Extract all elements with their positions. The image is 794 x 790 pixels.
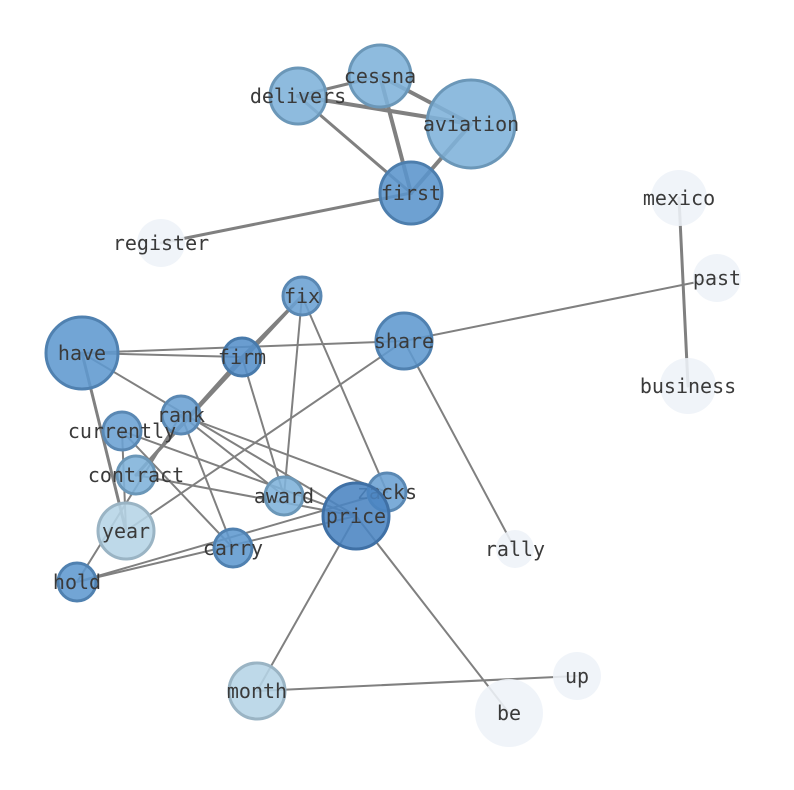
node-label-price: price xyxy=(326,504,386,528)
node-circle-month xyxy=(227,661,287,721)
node-label-carry: carry xyxy=(203,536,263,560)
node-label-aviation: aviation xyxy=(423,112,519,136)
node-circle-fix xyxy=(281,275,323,317)
node-circle-mexico xyxy=(651,170,707,226)
node-circle-share xyxy=(374,311,434,371)
node-label-delivers: delivers xyxy=(250,84,346,108)
node-label-rank: rank xyxy=(157,403,205,427)
edge-rank-hold xyxy=(76,414,182,583)
edge-contract-price xyxy=(135,474,357,517)
node-label-year: year xyxy=(102,519,150,543)
node-label-have: have xyxy=(58,341,106,365)
edge-rank-award xyxy=(180,414,285,497)
edge-mexico-business xyxy=(677,196,690,388)
node-have: have xyxy=(44,315,120,391)
node-label-business: business xyxy=(640,374,736,398)
node-rally: rally xyxy=(485,530,545,568)
node-month: month xyxy=(227,661,287,721)
node-delivers: delivers xyxy=(250,66,346,126)
node-circle-rank xyxy=(160,394,202,436)
node-business: business xyxy=(640,358,736,414)
node-label-share: share xyxy=(374,329,434,353)
node-circle-delivers xyxy=(268,66,328,126)
edge-past-share xyxy=(403,277,718,342)
node-aviation: aviation xyxy=(423,78,519,170)
node-label-cessna: cessna xyxy=(344,64,416,88)
node-up: up xyxy=(553,652,601,700)
node-circle-rally xyxy=(496,530,534,568)
edge-first-register xyxy=(159,191,413,245)
node-currently: currently xyxy=(68,410,176,452)
node-circle-price xyxy=(321,481,391,551)
node-circle-contract xyxy=(115,454,157,496)
edge-fix-zacks xyxy=(301,295,388,493)
node-circle-currently xyxy=(101,410,143,452)
node-label-fix: fix xyxy=(284,284,320,308)
node-circle-up xyxy=(553,652,601,700)
node-circle-firm xyxy=(221,336,263,378)
node-label-award: award xyxy=(254,484,314,508)
node-circle-business xyxy=(660,358,716,414)
node-label-hold: hold xyxy=(53,570,101,594)
node-label-up: up xyxy=(565,664,589,688)
node-circle-be xyxy=(475,679,543,747)
node-share: share xyxy=(374,311,434,371)
edge-share-year xyxy=(125,340,405,532)
node-label-month: month xyxy=(227,679,287,703)
node-hold: hold xyxy=(53,561,101,603)
node-circle-first xyxy=(378,160,444,226)
node-fix: fix xyxy=(281,275,323,317)
edge-currently-carry xyxy=(121,430,234,549)
node-circle-award xyxy=(263,475,305,517)
node-carry: carry xyxy=(203,527,263,569)
node-label-currently: currently xyxy=(68,419,176,443)
node-contract: contract xyxy=(88,454,184,496)
node-circle-past xyxy=(693,254,741,302)
node-label-contract: contract xyxy=(88,463,184,487)
node-award: award xyxy=(254,475,314,517)
node-circle-hold xyxy=(56,561,98,603)
node-be: be xyxy=(475,679,543,747)
edge-share-rally xyxy=(403,340,516,550)
edge-have-price xyxy=(81,352,357,517)
node-past: past xyxy=(693,254,741,302)
node-year: year xyxy=(96,501,156,561)
node-firm: firm xyxy=(218,336,266,378)
node-circle-have xyxy=(44,315,120,391)
node-label-mexico: mexico xyxy=(643,186,715,210)
node-label-past: past xyxy=(693,266,741,290)
node-first: first xyxy=(378,160,444,226)
node-circle-aviation xyxy=(425,78,517,170)
node-label-rally: rally xyxy=(485,537,545,561)
node-price: price xyxy=(321,481,391,551)
edge-rank-zacks xyxy=(180,414,388,493)
node-mexico: mexico xyxy=(643,170,715,226)
node-label-first: first xyxy=(381,181,441,205)
node-circle-carry xyxy=(212,527,254,569)
node-register: register xyxy=(113,219,209,267)
node-cessna: cessna xyxy=(344,43,416,109)
node-rank: rank xyxy=(157,394,205,436)
edge-rank-carry xyxy=(180,414,234,549)
node-circle-cessna xyxy=(347,43,413,109)
edge-month-up xyxy=(256,675,578,692)
node-circle-register xyxy=(137,219,185,267)
edge-fix-award xyxy=(283,295,303,497)
edge-currently-price xyxy=(121,430,357,517)
node-label-be: be xyxy=(497,701,521,725)
node-circle-year xyxy=(96,501,156,561)
node-label-firm: firm xyxy=(218,345,266,369)
node-label-register: register xyxy=(113,231,209,255)
edge-firm-award xyxy=(241,356,285,497)
